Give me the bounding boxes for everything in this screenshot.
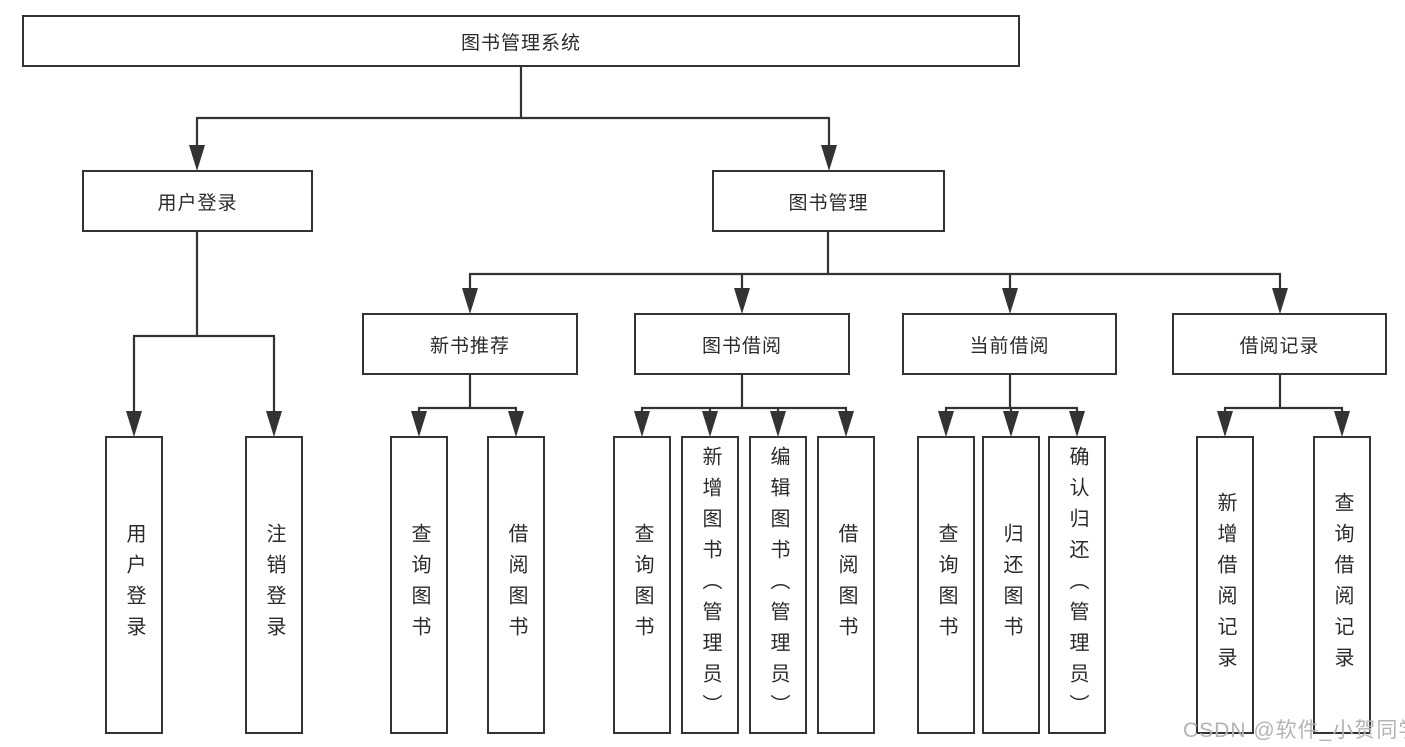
- node-label: 用户登录: [157, 192, 238, 214]
- leaf-label: 查询借阅记录: [1331, 492, 1353, 678]
- node-label: 图书管理: [788, 192, 869, 214]
- node-book-borrowing: 图书借阅: [634, 313, 850, 375]
- leaf-label: 注销登录: [263, 523, 285, 647]
- leaf-edit-books-admin: 编辑图书（管理员）: [749, 436, 807, 734]
- leaf-label: 查询图书: [408, 523, 430, 647]
- node-book-management: 图书管理: [712, 170, 945, 232]
- node-label: 借阅记录: [1239, 335, 1320, 357]
- leaf-borrow-books-recommend: 借阅图书: [487, 436, 545, 734]
- leaf-label: 归还图书: [1000, 523, 1022, 647]
- leaf-label: 借阅图书: [835, 523, 857, 647]
- leaf-user-login: 用户登录: [105, 436, 163, 734]
- leaf-label: 新增借阅记录: [1214, 492, 1236, 678]
- leaf-label: 编辑图书（管理员）: [767, 445, 789, 725]
- leaf-query-books-current: 查询图书: [917, 436, 975, 734]
- node-root-system: 图书管理系统: [22, 15, 1020, 67]
- node-label: 当前借阅: [969, 335, 1050, 357]
- node-current-borrowing: 当前借阅: [902, 313, 1117, 375]
- leaf-label: 确认归还（管理员）: [1066, 445, 1088, 725]
- leaf-add-borrow-record: 新增借阅记录: [1196, 436, 1254, 734]
- leaf-label: 用户登录: [123, 523, 145, 647]
- leaf-label: 借阅图书: [505, 523, 527, 647]
- leaf-query-borrow-record: 查询借阅记录: [1313, 436, 1371, 734]
- csdn-watermark: CSDN @软件_小贺同学: [1183, 719, 1405, 742]
- node-root-label: 图书管理系统: [460, 32, 581, 54]
- node-label: 图书借阅: [701, 335, 782, 357]
- leaf-confirm-return-admin: 确认归还（管理员）: [1048, 436, 1106, 734]
- connector-lines: [132, 67, 1344, 414]
- leaf-return-books: 归还图书: [982, 436, 1040, 734]
- leaf-add-books-admin: 新增图书（管理员）: [681, 436, 739, 734]
- leaf-label: 查询图书: [631, 523, 653, 647]
- arrowheads: [126, 145, 1350, 437]
- leaf-query-books-recommend: 查询图书: [390, 436, 448, 734]
- leaf-borrow-books-borrowing: 借阅图书: [817, 436, 875, 734]
- leaf-query-books-borrowing: 查询图书: [613, 436, 671, 734]
- leaf-label: 查询图书: [935, 523, 957, 647]
- leaf-label: 新增图书（管理员）: [699, 445, 721, 725]
- leaf-logout: 注销登录: [245, 436, 303, 734]
- node-label: 新书推荐: [429, 335, 510, 357]
- node-user-login: 用户登录: [82, 170, 313, 232]
- node-new-book-recommend: 新书推荐: [362, 313, 578, 375]
- node-borrowing-records: 借阅记录: [1172, 313, 1387, 375]
